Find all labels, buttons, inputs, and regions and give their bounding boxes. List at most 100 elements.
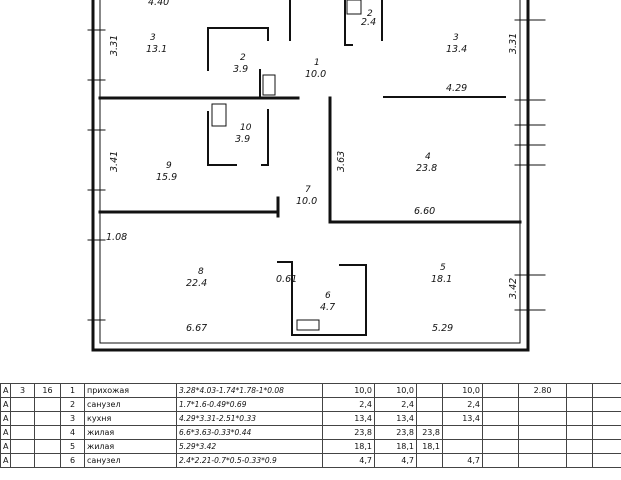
table-cell-extra <box>518 439 567 454</box>
table-cell-v5 <box>482 439 519 454</box>
table-cell-c2 <box>34 425 61 440</box>
room-2-left-area: 3.9 <box>233 64 248 75</box>
room-8-number: 8 <box>198 267 204 277</box>
room-2-top-number: 2 <box>367 9 373 19</box>
table-cell-formula: 5.29*3.42 <box>176 439 323 454</box>
dim-kitchen-width: 4.29 <box>446 83 467 94</box>
table-cell-c3: 4 <box>60 425 85 440</box>
table-cell-v5 <box>482 411 519 426</box>
table-cell-v1: 2,4 <box>322 397 375 412</box>
table-cell-c2: 16 <box>34 383 61 398</box>
table-cell-empty <box>566 425 593 440</box>
room-6-number: 6 <box>325 291 331 301</box>
table-cell-c0: A <box>0 453 11 468</box>
table-cell-empty <box>592 439 621 454</box>
dim-bath-offset: 0.61 <box>276 274 297 285</box>
table-cell-formula: 1.7*1.6-0.49*0.69 <box>176 397 323 412</box>
dim-room5-width: 5.29 <box>432 323 453 334</box>
room-4-area: 23.8 <box>416 163 437 174</box>
table-cell-v3 <box>416 453 443 468</box>
table-cell-name: прихожая <box>84 383 177 398</box>
table-cell-v3: 23,8 <box>416 425 443 440</box>
room-2-left-number: 2 <box>240 53 246 63</box>
table-cell-c1 <box>10 425 35 440</box>
table-cell-c3: 3 <box>60 411 85 426</box>
table-cell-c3: 6 <box>60 453 85 468</box>
room-3-top-left-area: 13.1 <box>146 44 167 55</box>
room-5-number: 5 <box>440 263 446 273</box>
table-cell-v4 <box>442 439 483 454</box>
dim-left-height-2: 3.41 <box>109 151 120 172</box>
table-cell-c2 <box>34 453 61 468</box>
room-10-area: 3.9 <box>235 134 250 145</box>
table-cell-empty <box>566 439 593 454</box>
table-cell-empty <box>566 411 593 426</box>
table-cell-v4: 4,7 <box>442 453 483 468</box>
table-cell-c3: 5 <box>60 439 85 454</box>
table-cell-v1: 4,7 <box>322 453 375 468</box>
table-cell-v1: 10,0 <box>322 383 375 398</box>
table-cell-v1: 13,4 <box>322 411 375 426</box>
table-cell-c0: A <box>0 397 11 412</box>
table-cell-v3: 18,1 <box>416 439 443 454</box>
table-cell-c1 <box>10 439 35 454</box>
table-cell-v4: 10,0 <box>442 383 483 398</box>
table-cell-empty <box>592 383 621 398</box>
table-cell-c0: A <box>0 411 11 426</box>
table-cell-extra <box>518 425 567 440</box>
dim-left-height-1: 3.31 <box>109 35 120 56</box>
table-cell-formula: 2.4*2.21-0.7*0.5-0.33*0.9 <box>176 453 323 468</box>
table-cell-v2: 2,4 <box>374 397 417 412</box>
floor-plan: 3 13.1 2 3.9 2 2.4 1 10.0 3 13.4 10 3.9 … <box>87 0 546 352</box>
table-cell-c1: 3 <box>10 383 35 398</box>
table-cell-empty <box>566 397 593 412</box>
table-cell-name: санузел <box>84 397 177 412</box>
room-10-number: 10 <box>240 123 252 133</box>
dim-room4-width: 6.60 <box>414 206 435 217</box>
dim-left-offset: 1.08 <box>106 232 127 243</box>
table-cell-empty <box>566 383 593 398</box>
table-cell-c0: A <box>0 425 11 440</box>
table-cell-extra: 2.80 <box>518 383 567 398</box>
table-cell-extra <box>518 411 567 426</box>
table-cell-name: кухня <box>84 411 177 426</box>
room-3-top-right-number: 3 <box>453 33 459 43</box>
table-cell-v4: 2,4 <box>442 397 483 412</box>
table-cell-formula: 6.6*3.63-0.33*0.44 <box>176 425 323 440</box>
table-cell-v2: 18,1 <box>374 439 417 454</box>
room-2-top-area: 2.4 <box>361 17 376 28</box>
room-7-area: 10.0 <box>296 196 317 207</box>
table-cell-v5 <box>482 397 519 412</box>
table-cell-v3 <box>416 383 443 398</box>
table-cell-c0: A <box>0 383 11 398</box>
table-cell-extra <box>518 453 567 468</box>
table-cell-v5 <box>482 383 519 398</box>
table-cell-formula: 3.28*4.03-1.74*1.78-1*0.08 <box>176 383 323 398</box>
room-5-area: 18.1 <box>431 274 452 285</box>
dim-right-height-2: 3.42 <box>508 278 519 299</box>
room-1-number: 1 <box>314 58 320 68</box>
table-cell-c3: 2 <box>60 397 85 412</box>
table-cell-v4 <box>442 425 483 440</box>
table-cell-c2 <box>34 411 61 426</box>
room-1-area: 10.0 <box>305 69 326 80</box>
room-7-number: 7 <box>305 185 311 195</box>
table-cell-c1 <box>10 411 35 426</box>
table-cell-formula: 4.29*3.31-2.51*0.33 <box>176 411 323 426</box>
table-cell-c1 <box>10 397 35 412</box>
table-cell-name: жилая <box>84 425 177 440</box>
dim-top-left-width: 4.40 <box>148 0 169 8</box>
table-cell-name: санузел <box>84 453 177 468</box>
table-cell-v2: 13,4 <box>374 411 417 426</box>
table-cell-name: жилая <box>84 439 177 454</box>
table-cell-empty <box>592 453 621 468</box>
table-cell-v5 <box>482 425 519 440</box>
table-cell-c2 <box>34 439 61 454</box>
